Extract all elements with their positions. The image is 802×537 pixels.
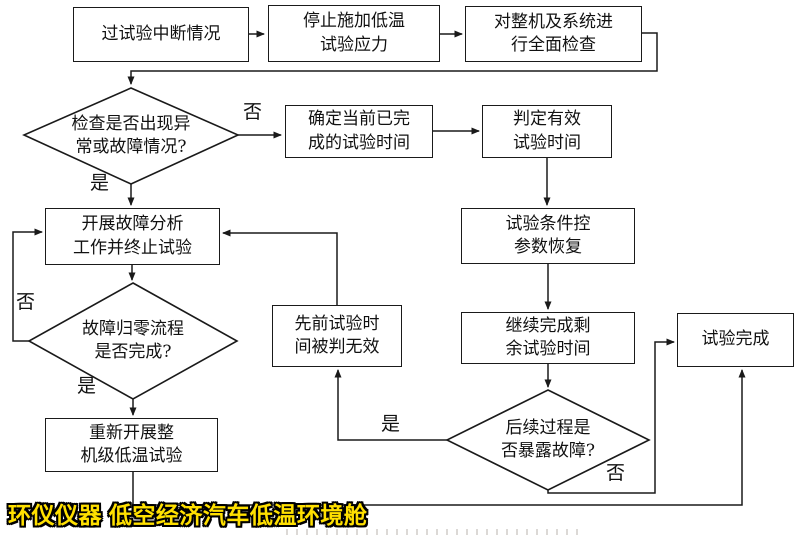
decision-zero-process-shape [27, 282, 239, 400]
decision-later-fault-shape [445, 389, 651, 491]
decision-check-abnormal-label: 检查是否出现异 常或故障情况? [71, 113, 191, 157]
node-full-check: 对整机及系统进 行全面检查 [465, 6, 642, 62]
node-stop-stress: 停止施加低温 试验应力 [268, 5, 440, 62]
node-confirm-time: 确定当前已完 成的试验时间 [285, 105, 433, 158]
node-judge-valid: 判定有效 试验时间 [482, 105, 612, 158]
node-test-done: 试验完成 [677, 313, 794, 367]
edge-previnvalid-fault [222, 229, 338, 305]
edge-d2-no [12, 228, 43, 342]
decision-zero-process-label: 故障归零流程 是否完成? [82, 318, 184, 362]
label-d3-no: 否 [606, 462, 626, 484]
node-restore-params: 试验条件控 参数恢复 [461, 208, 635, 264]
edge-d3-yes [334, 369, 447, 441]
edge-d3-no [547, 338, 675, 494]
node-fault-analysis: 开展故障分析 工作并终止试验 [45, 208, 220, 265]
node-continue-remaining: 继续完成剩 余试验时间 [461, 312, 635, 364]
label-d1-no: 否 [243, 101, 263, 123]
edge-fullcheck-d1 [127, 32, 658, 85]
node-restart-test: 重新开展整 机级低温试验 [45, 418, 218, 472]
clipped-caption-remnant [286, 529, 586, 535]
label-d1-yes: 是 [90, 172, 110, 194]
decision-later-fault-label: 后续过程是 否暴露故障? [500, 417, 596, 461]
label-d2-yes: 是 [77, 375, 97, 397]
watermark-banner: 环仪仪器 低空经济汽车低温环境舱 [8, 502, 368, 528]
node-interrupt: 过试验中断情况 [73, 7, 249, 62]
label-d2-no: 否 [16, 291, 36, 313]
edge-restart-testdone [132, 369, 746, 506]
node-prev-invalid: 先前试验时 间被判无效 [272, 305, 402, 367]
label-d3-yes: 是 [381, 413, 401, 435]
decision-check-abnormal-shape [22, 87, 240, 185]
